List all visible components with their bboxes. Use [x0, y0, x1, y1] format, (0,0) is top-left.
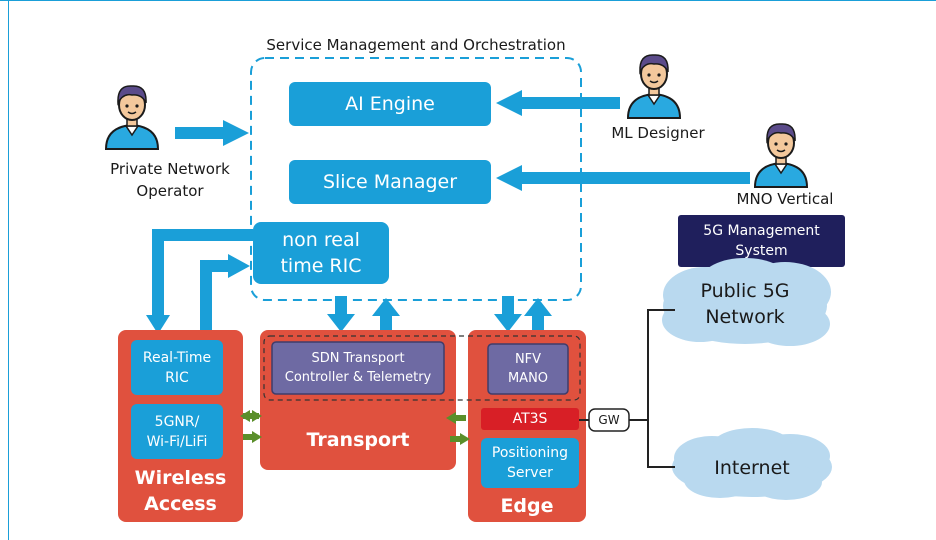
- rt-to-non-rt-arrow: [200, 260, 230, 330]
- radio-line1: 5GNR/: [154, 413, 200, 430]
- at3s-label: AT3S: [512, 411, 548, 427]
- transport-to-edge-arrow-2: [450, 433, 470, 445]
- radio-label: 5GNR/ Wi-Fi/LiFi: [131, 404, 223, 459]
- slice-manager-box: [289, 160, 491, 204]
- nfv-mano-box: [487, 343, 569, 395]
- nfv-mano-label: NFV MANO: [488, 344, 568, 394]
- edge-down-arrow: [494, 314, 522, 332]
- 5g-management-label: 5G Management System: [678, 215, 845, 267]
- 5g-management-system-box: [678, 215, 845, 267]
- non-rt-ric-line2: time RIC: [280, 255, 362, 277]
- rt-ric-label: Real-Time RIC: [131, 340, 223, 395]
- ai-engine-box: [289, 82, 491, 126]
- frame-left-border: [8, 0, 9, 540]
- ml-designer-label: ML Designer: [611, 124, 705, 142]
- orchestration-title: Service Management and Orchestration: [266, 36, 566, 54]
- 5g-management-line2: System: [735, 243, 788, 259]
- private-operator-line1: Private Network: [110, 160, 230, 178]
- mno-vertical-avatar: [754, 122, 808, 188]
- ml-designer-arrow: [496, 90, 522, 116]
- pos-line1: Positioning: [491, 445, 569, 461]
- private-operator-arrow: [223, 120, 249, 146]
- public-5g-label: Public 5G Network: [680, 278, 810, 330]
- public-5g-line1: Public 5G: [700, 280, 790, 302]
- gw-label: GW: [598, 413, 620, 427]
- positioning-server-box: [481, 438, 579, 488]
- public-5g-cloud: [662, 258, 831, 346]
- rt-ric-box: [131, 340, 223, 395]
- non-rt-to-rt-arrow: [152, 229, 253, 318]
- transport-title: Transport: [306, 429, 410, 451]
- transport-to-edge-arrow: [446, 412, 466, 424]
- internet-label: Internet: [714, 457, 790, 479]
- sdn-line2: Controller & Telemetry: [284, 370, 432, 385]
- gw-connector-lines: [647, 309, 675, 468]
- non-rt-ric-label: non real time RIC: [253, 222, 389, 284]
- radio-box: [131, 404, 223, 459]
- nfv-line1: NFV: [514, 352, 542, 367]
- private-operator-line2: Operator: [136, 182, 204, 200]
- at3s-box: [481, 408, 579, 430]
- sdn-line1: SDN Transport: [311, 351, 405, 366]
- wireless-title-line1: Wireless: [134, 467, 227, 489]
- orchestration-frame: [250, 57, 582, 301]
- non-rt-ric-box: [253, 222, 389, 284]
- slice-manager-label: Slice Manager: [322, 171, 458, 193]
- sdn-box: [271, 341, 445, 395]
- sdn-nfv-dashed-group: [263, 335, 581, 401]
- frame-top-border: [0, 0, 936, 1]
- non-rt-ric-line1: non real: [282, 229, 360, 251]
- transport-up-arrow: [372, 298, 400, 316]
- ml-designer-avatar: [627, 53, 681, 119]
- public-5g-line2: Network: [705, 306, 785, 328]
- mno-arrow: [496, 165, 522, 191]
- radio-line2: Wi-Fi/LiFi: [146, 433, 208, 450]
- wireless-access-title: Wireless Access: [118, 462, 243, 520]
- transport-down-arrow: [327, 314, 355, 332]
- private-operator-label: Private Network Operator: [90, 158, 250, 202]
- gw-box: [588, 408, 630, 432]
- edge-title: Edge: [500, 495, 554, 517]
- private-operator-avatar: [105, 84, 159, 150]
- pos-line2: Server: [507, 465, 553, 481]
- wireless-title-line2: Access: [144, 493, 217, 515]
- ai-engine-label: AI Engine: [345, 93, 435, 115]
- internet-cloud: [672, 428, 832, 500]
- rt-ric-line1: Real-Time: [142, 349, 212, 366]
- wireless-to-transport-arrow-2: [243, 431, 262, 443]
- edge-up-arrow: [524, 298, 552, 316]
- rt-ric-line2: RIC: [165, 369, 189, 386]
- mno-vertical-label: MNO Vertical: [736, 190, 834, 208]
- positioning-server-label: Positioning Server: [481, 438, 579, 488]
- nfv-line2: MANO: [507, 371, 549, 386]
- sdn-label: SDN Transport Controller & Telemetry: [272, 342, 444, 394]
- 5g-management-line1: 5G Management: [703, 223, 820, 239]
